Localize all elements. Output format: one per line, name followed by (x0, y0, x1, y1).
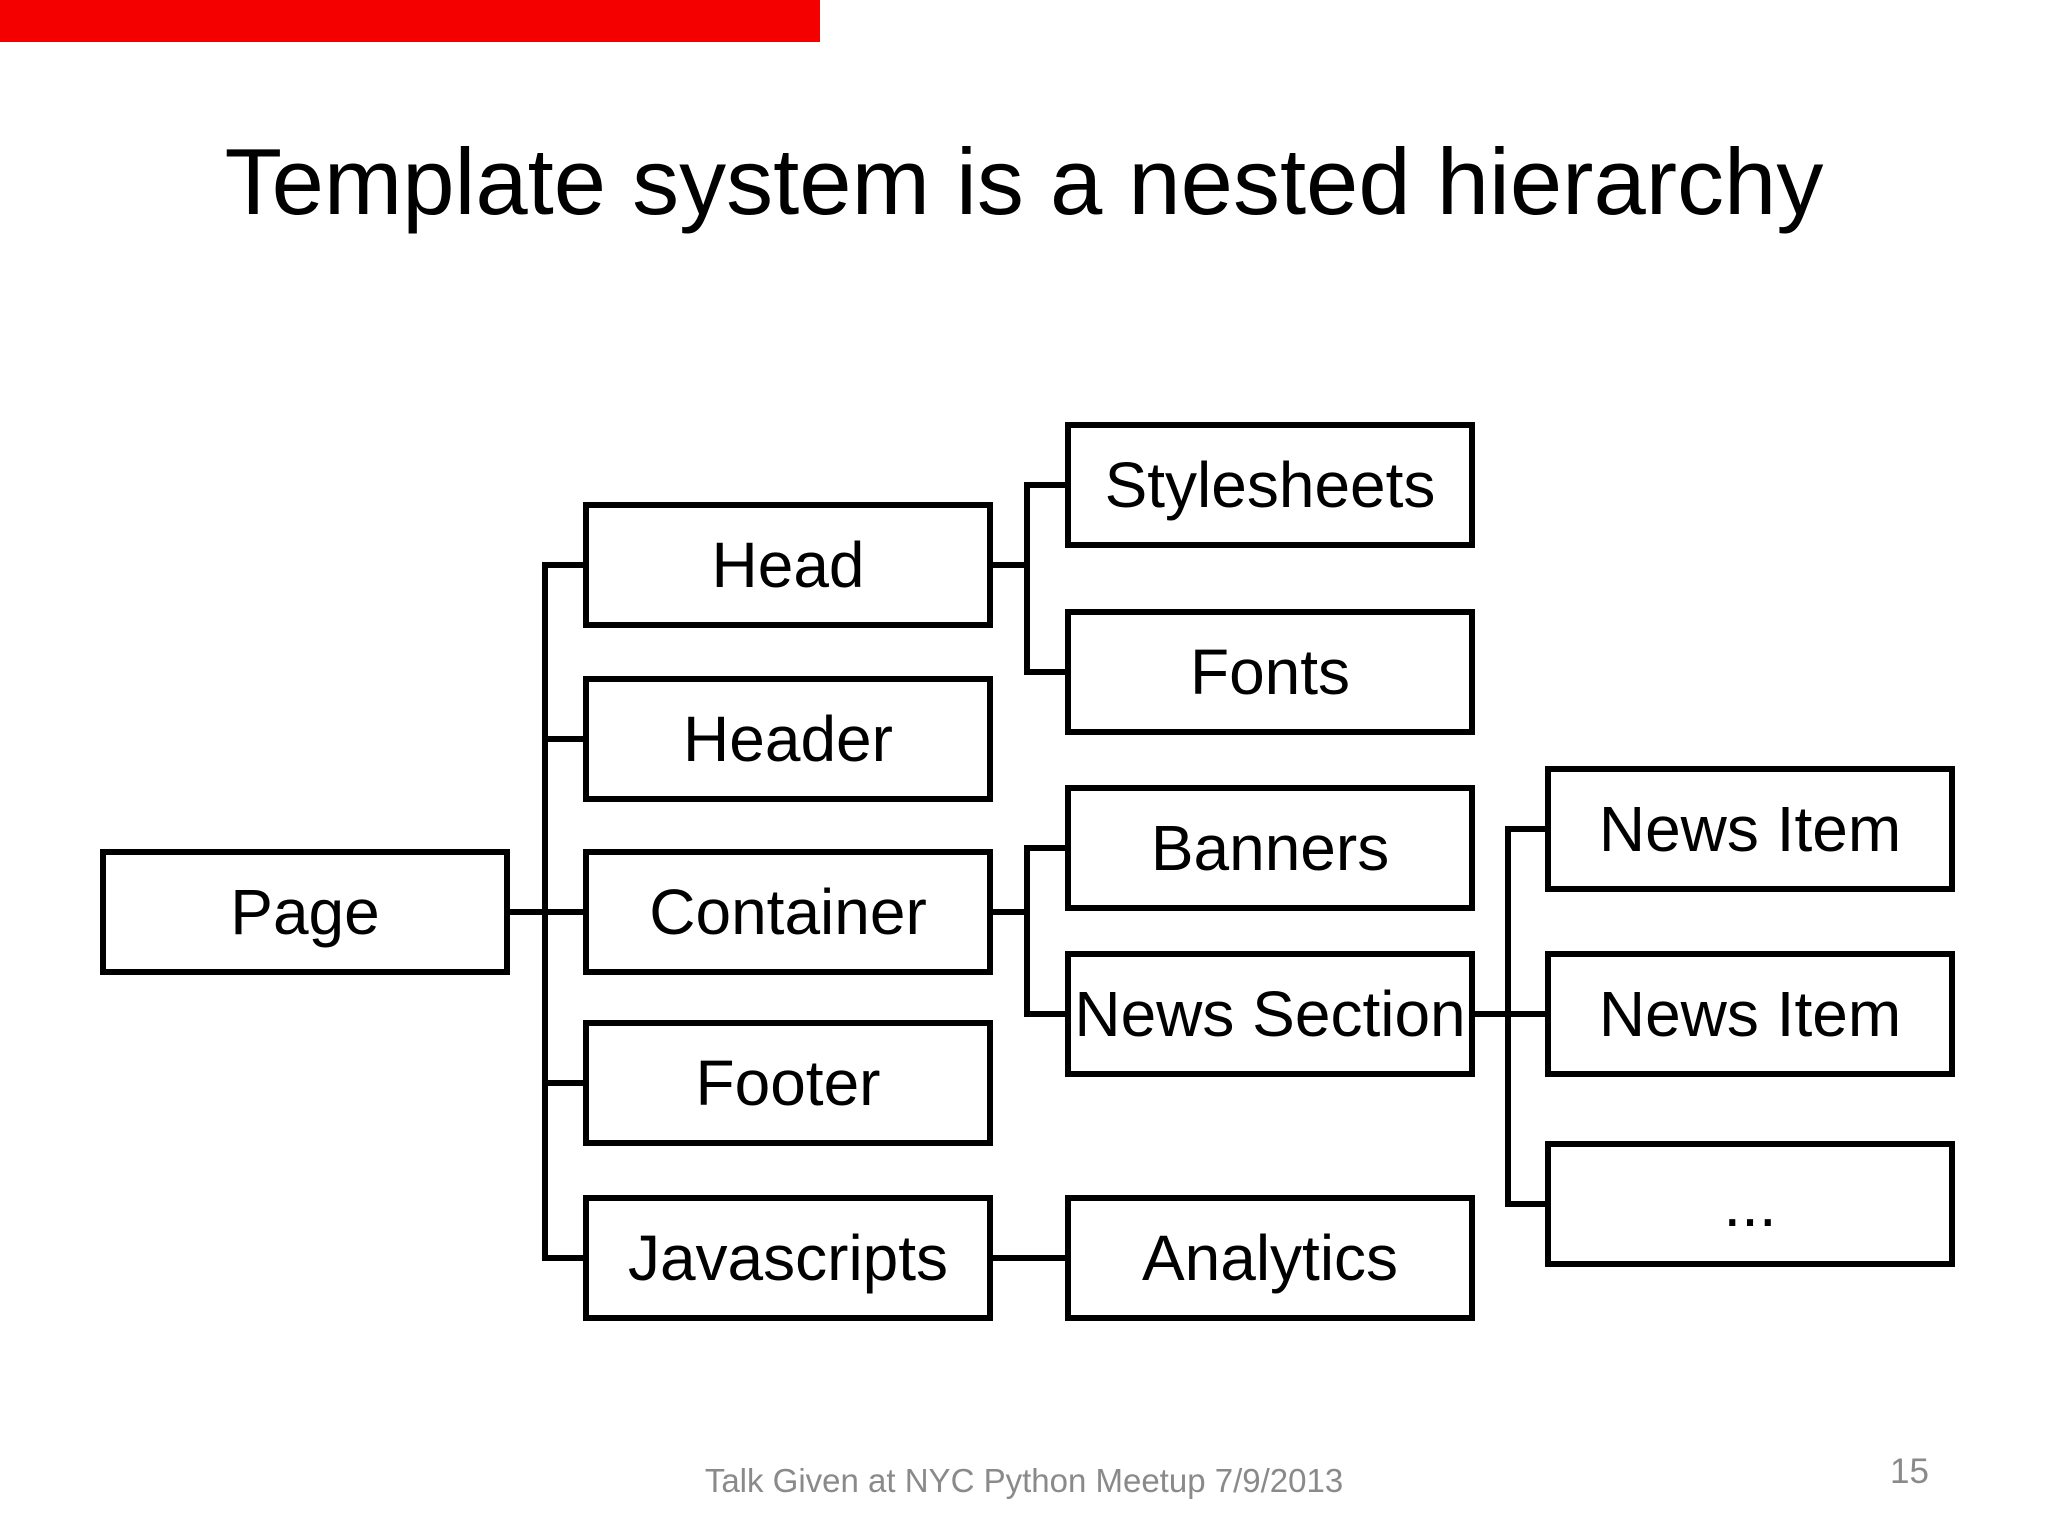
node-javascripts: Javascripts (583, 1195, 993, 1321)
connector-container-trunk (1024, 845, 1030, 1017)
connector-stub-head (542, 562, 589, 568)
node-stylesheets: Stylesheets (1065, 422, 1475, 548)
connector-stub-news-item-2 (1505, 1011, 1551, 1017)
node-head: Head (583, 502, 993, 628)
slide-title: Template system is a nested hierarchy (224, 129, 1824, 234)
connector-stub-more (1505, 1201, 1551, 1207)
connector-stub-banners (1024, 845, 1071, 851)
connector-stub-footer (542, 1080, 589, 1086)
connector-stub-fonts (1024, 669, 1071, 675)
node-header: Header (583, 676, 993, 802)
node-banners: Banners (1065, 785, 1475, 911)
connector-head-branch (990, 562, 1030, 568)
node-news-item-2: News Item (1545, 951, 1955, 1077)
connector-stub-header (542, 736, 589, 742)
progress-bar (0, 0, 820, 42)
node-container: Container (583, 849, 993, 975)
node-footer: Footer (583, 1020, 993, 1146)
connector-head-trunk (1024, 482, 1030, 675)
connector-stub-news-item-1 (1505, 826, 1551, 832)
connector-news-section-branch (1470, 1011, 1511, 1017)
connector-stub-javascripts (542, 1255, 589, 1261)
node-news-item-1: News Item (1545, 766, 1955, 892)
connector-container-branch (990, 909, 1030, 915)
footer-caption: Talk Given at NYC Python Meetup 7/9/2013 (704, 1462, 1344, 1499)
connector-stub-news-section (1024, 1011, 1071, 1017)
node-page: Page (100, 849, 510, 975)
node-fonts: Fonts (1065, 609, 1475, 735)
node-more: ... (1545, 1141, 1955, 1267)
node-analytics: Analytics (1065, 1195, 1475, 1321)
connector-page-trunk (542, 562, 548, 1261)
connector-javascripts-analytics (990, 1255, 1068, 1261)
page-number: 15 (1890, 1452, 1929, 1491)
node-news-section: News Section (1065, 951, 1475, 1077)
connector-stub-stylesheets (1024, 482, 1071, 488)
